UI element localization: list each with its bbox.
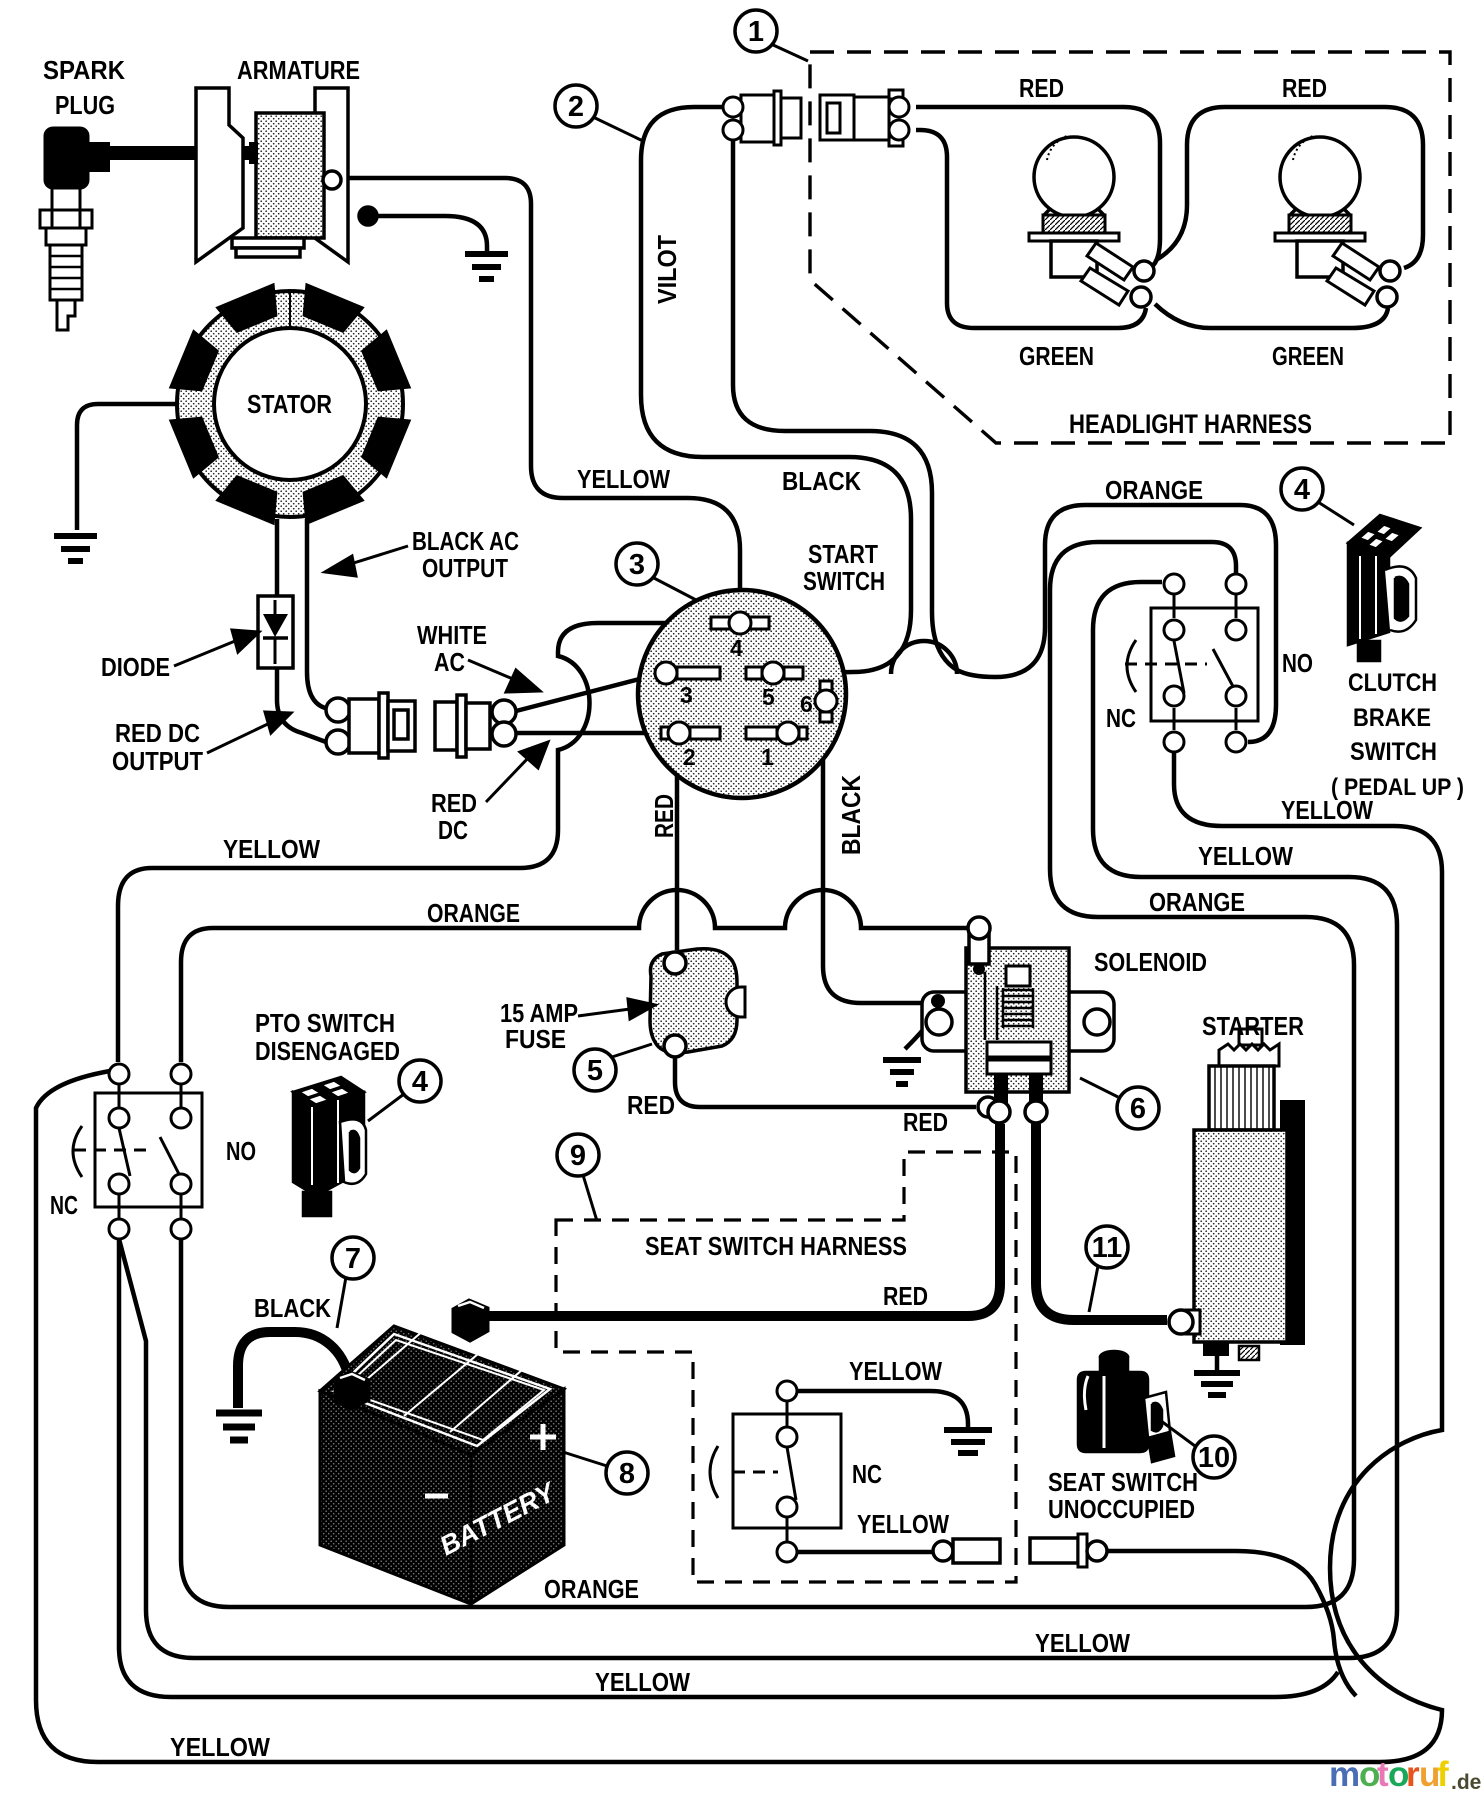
svg-text:OUTPUT: OUTPUT (112, 746, 203, 776)
svg-text:5: 5 (762, 684, 775, 710)
svg-text:GREEN: GREEN (1019, 341, 1094, 371)
svg-text:YELLOW: YELLOW (170, 1732, 270, 1762)
svg-text:2: 2 (568, 91, 584, 123)
svg-text:BLACK AC: BLACK AC (412, 526, 519, 556)
svg-text:9: 9 (570, 1140, 586, 1172)
svg-text:ORANGE: ORANGE (544, 1574, 639, 1604)
svg-text:YELLOW: YELLOW (857, 1509, 949, 1539)
svg-text:UNOCCUPIED: UNOCCUPIED (1048, 1494, 1195, 1524)
svg-text:HEADLIGHT HARNESS: HEADLIGHT HARNESS (1069, 409, 1312, 439)
svg-text:m: m (1329, 1755, 1360, 1794)
svg-text:DC: DC (438, 815, 468, 845)
svg-text:4: 4 (730, 635, 743, 661)
svg-text:7: 7 (345, 1243, 361, 1275)
svg-text:RED: RED (883, 1281, 928, 1311)
svg-text:o: o (1388, 1755, 1409, 1794)
svg-text:STATOR: STATOR (247, 389, 332, 419)
svg-text:8: 8 (619, 1458, 635, 1490)
svg-text:4: 4 (1294, 474, 1310, 506)
svg-text:6: 6 (800, 691, 813, 717)
svg-text:DISENGAGED: DISENGAGED (255, 1036, 400, 1066)
svg-text:o: o (1359, 1755, 1380, 1794)
svg-text:WHITE: WHITE (417, 620, 487, 650)
svg-text:NC: NC (50, 1190, 78, 1220)
svg-text:ORANGE: ORANGE (1105, 475, 1203, 505)
svg-text:GREEN: GREEN (1272, 341, 1344, 371)
svg-text:YELLOW: YELLOW (595, 1667, 690, 1697)
svg-text:RED: RED (627, 1090, 675, 1120)
svg-text:ORANGE: ORANGE (1149, 887, 1245, 917)
svg-text:f: f (1437, 1755, 1449, 1794)
svg-text:AC: AC (434, 647, 465, 677)
svg-text:SWITCH: SWITCH (1350, 738, 1437, 766)
svg-text:YELLOW: YELLOW (849, 1356, 942, 1386)
svg-text:t: t (1377, 1755, 1389, 1794)
svg-text:NO: NO (226, 1136, 256, 1166)
svg-text:r: r (1406, 1755, 1420, 1794)
svg-text:15 AMP: 15 AMP (500, 998, 578, 1028)
svg-text:1: 1 (761, 744, 774, 770)
svg-text:RED DC: RED DC (115, 718, 200, 748)
svg-text:5: 5 (587, 1055, 603, 1087)
svg-text:RED: RED (649, 794, 679, 838)
svg-text:FUSE: FUSE (505, 1024, 566, 1054)
svg-text:BRAKE: BRAKE (1353, 704, 1431, 732)
svg-text:YELLOW: YELLOW (577, 464, 670, 494)
svg-text:ARMATURE: ARMATURE (237, 55, 360, 85)
svg-text:SPARK: SPARK (43, 55, 125, 85)
svg-text:VILOT: VILOT (652, 235, 682, 304)
svg-text:.de: .de (1451, 1771, 1481, 1794)
svg-text:11: 11 (1092, 1232, 1123, 1264)
svg-text:YELLOW: YELLOW (223, 834, 320, 864)
svg-text:RED: RED (903, 1107, 948, 1137)
svg-text:NO: NO (1282, 648, 1313, 678)
svg-text:SEAT SWITCH: SEAT SWITCH (1048, 1467, 1198, 1497)
svg-text:SOLENOID: SOLENOID (1094, 947, 1207, 977)
svg-text:1: 1 (748, 16, 764, 48)
svg-text:DIODE: DIODE (101, 652, 170, 682)
svg-text:RED: RED (1282, 73, 1327, 103)
svg-text:4: 4 (412, 1066, 428, 1098)
svg-text:BLACK: BLACK (836, 775, 866, 855)
svg-text:ORANGE: ORANGE (427, 898, 520, 928)
svg-text:SWITCH: SWITCH (803, 566, 885, 596)
svg-text:YELLOW: YELLOW (1035, 1628, 1130, 1658)
svg-text:RED: RED (431, 788, 477, 818)
svg-text:BLACK: BLACK (254, 1293, 331, 1323)
svg-text:SEAT SWITCH HARNESS: SEAT SWITCH HARNESS (645, 1231, 907, 1261)
svg-text:NC: NC (852, 1459, 882, 1489)
svg-text:10: 10 (1198, 1442, 1230, 1474)
svg-text:START: START (808, 539, 878, 569)
svg-text:3: 3 (680, 682, 693, 708)
svg-text:PTO SWITCH: PTO SWITCH (255, 1008, 395, 1038)
svg-text:6: 6 (1130, 1093, 1146, 1125)
svg-text:( PEDAL UP ): ( PEDAL UP ) (1331, 774, 1464, 801)
svg-text:CLUTCH: CLUTCH (1348, 669, 1437, 697)
svg-text:BLACK: BLACK (782, 466, 861, 496)
svg-text:u: u (1419, 1755, 1440, 1794)
svg-text:RED: RED (1019, 73, 1064, 103)
svg-text:PLUG: PLUG (55, 90, 115, 120)
svg-text:3: 3 (629, 549, 645, 581)
svg-text:YELLOW: YELLOW (1281, 795, 1373, 825)
svg-text:2: 2 (683, 744, 696, 770)
svg-text:OUTPUT: OUTPUT (422, 553, 508, 583)
svg-text:STARTER: STARTER (1202, 1011, 1304, 1041)
svg-text:NC: NC (1106, 703, 1136, 733)
svg-text:YELLOW: YELLOW (1198, 841, 1293, 871)
